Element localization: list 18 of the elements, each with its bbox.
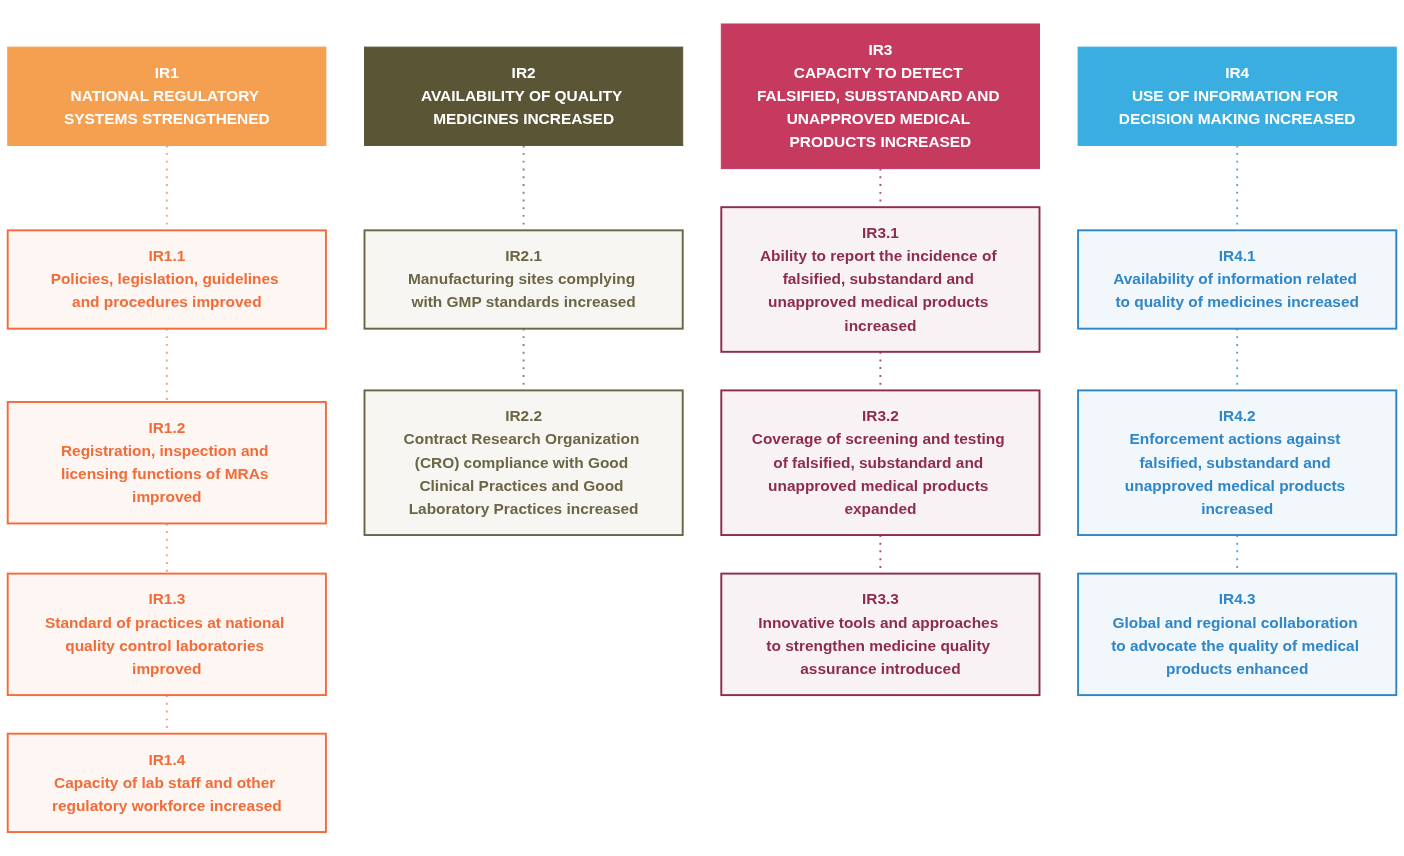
node-box: IR3.1 Ability to report the incidence of falsified, substandard and unapproved medical products increased (720, 206, 1041, 353)
node-box: IR4.2 Enforcement actions against falsified, substandard and unapproved medical products increased (1077, 389, 1398, 536)
node-box: IR2.2 Contract Research Organization (CRO) compliance with Good Clinical Practices and Good Laboratory Practices increased (363, 389, 684, 536)
node-box: IR3 CAPACITY TO DETECT FALSIFIED, SUBSTANDARD AND UNAPPROVED MEDICAL PRODUCTS INCREASED (720, 23, 1040, 170)
node-box: IR1.1 Policies, legislation, guidelines and procedures improved (6, 229, 327, 330)
connector (165, 522, 168, 575)
node-box: IR1.4 Capacity of lab staff and other regulatory workforce increased (6, 732, 327, 833)
node-box: IR4.3 Global and regional collaboration to advocate the quality of medical products enhanced (1077, 572, 1398, 697)
connector (165, 327, 168, 403)
node-box: IR1 NATIONAL REGULATORY SYSTEMS STRENGTHENED (7, 46, 327, 146)
node-box: IR2.1 Manufacturing sites complying with GMP standards increased (363, 229, 684, 330)
node-box: IR1.2 Registration, inspection and licensing functions of MRAs improved (6, 401, 327, 525)
node-box: IR3.3 Innovative tools and approaches to strengthen medicine quality assurance introduced (720, 572, 1041, 697)
node-box: IR1.3 Standard of practices at national quality control laboratories improved (6, 572, 327, 697)
node-box: IR4 USE OF INFORMATION FOR DECISION MAKING INCREASED (1077, 46, 1397, 146)
node-box: IR4.1 Availability of information related to quality of medicines increased (1077, 229, 1398, 330)
node-box: IR3.2 Coverage of screening and testing of falsified, substandard and unapproved medical products expanded (720, 389, 1041, 536)
node-box: IR2 AVAILABILITY OF QUALITY MEDICINES INCREASED (364, 46, 684, 146)
